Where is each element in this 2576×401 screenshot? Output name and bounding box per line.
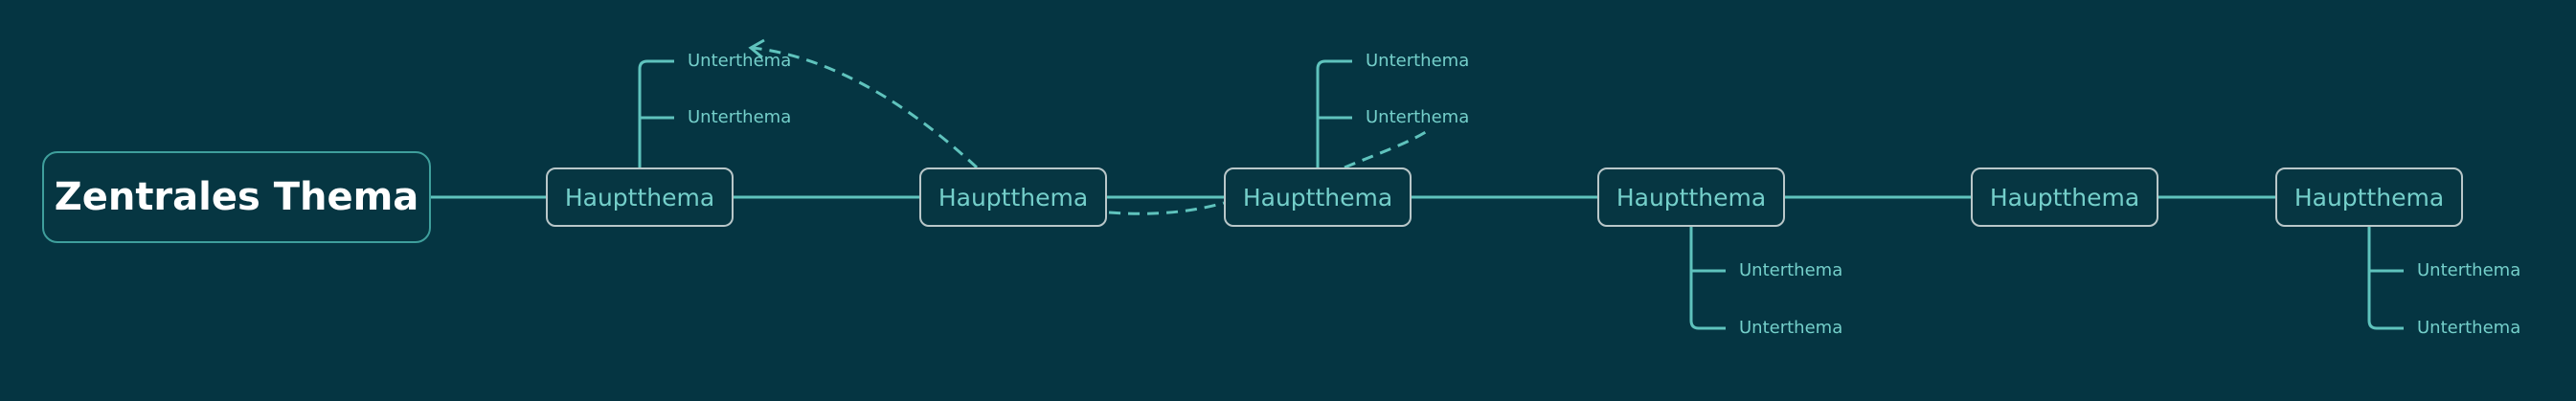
subtopic[interactable]: Unterthema: [688, 51, 792, 71]
subtopic[interactable]: Unterthema: [688, 107, 792, 127]
main-topic-4[interactable]: Hauptthema: [1597, 167, 1785, 227]
subtopic[interactable]: Unterthema: [1739, 318, 1843, 338]
branch-connector: [638, 59, 674, 167]
main-topic-6[interactable]: Hauptthema: [2275, 167, 2463, 227]
relationship-connector: [1344, 128, 1430, 169]
branch-connector: [1316, 59, 1352, 167]
branch-connector: [2367, 227, 2404, 330]
subtopic[interactable]: Unterthema: [2417, 318, 2521, 338]
subtopic[interactable]: Unterthema: [2417, 260, 2521, 280]
main-topic-2[interactable]: Hauptthema: [919, 167, 1107, 227]
central-topic[interactable]: Zentrales Thema: [42, 151, 431, 243]
main-topic-5[interactable]: Hauptthema: [1971, 167, 2158, 227]
branch-connector: [1689, 227, 1726, 330]
relationship-connector: [1108, 201, 1225, 215]
subtopic[interactable]: Unterthema: [1366, 107, 1470, 127]
subtopic[interactable]: Unterthema: [1739, 260, 1843, 280]
main-topic-3[interactable]: Hauptthema: [1224, 167, 1412, 227]
arrow-head-icon: [748, 38, 765, 59]
main-topic-1[interactable]: Hauptthema: [546, 167, 734, 227]
subtopic[interactable]: Unterthema: [1366, 51, 1470, 71]
